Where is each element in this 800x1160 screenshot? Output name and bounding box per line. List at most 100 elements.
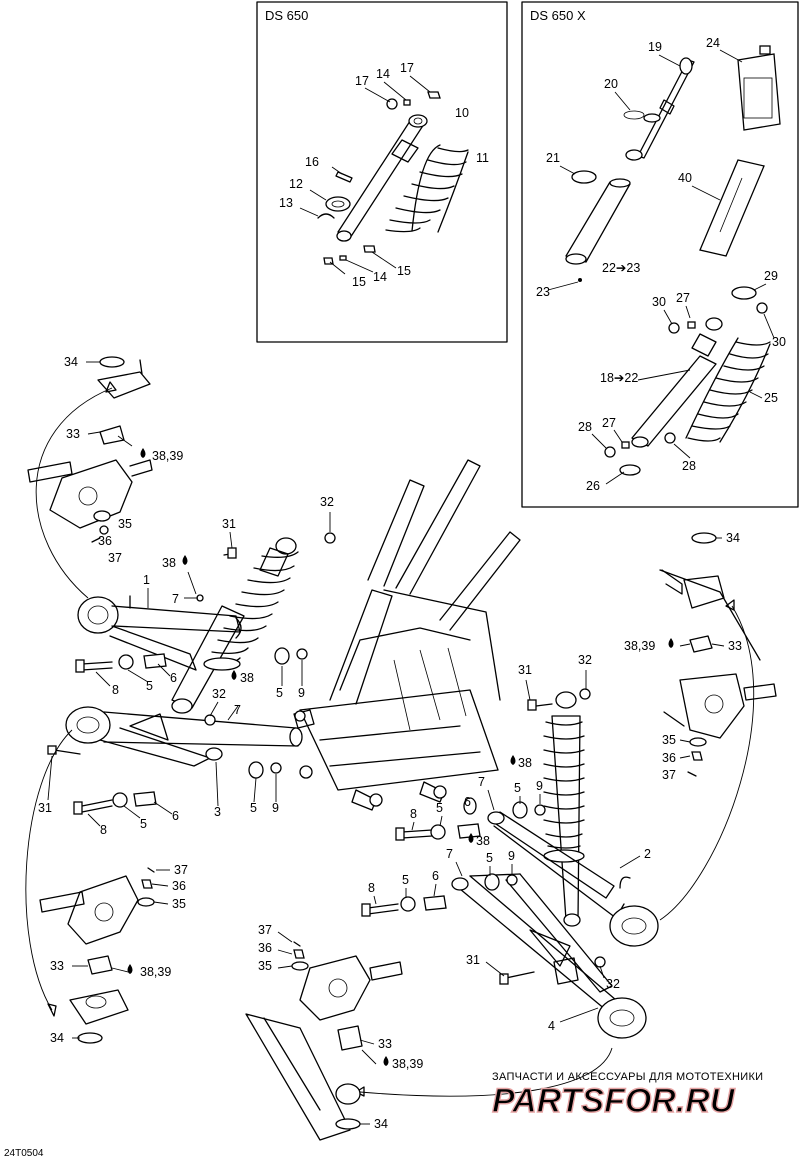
callout-37b: 37: [174, 863, 188, 877]
ds650-small-parts: [317, 91, 441, 265]
callout-35b: 35: [172, 897, 186, 911]
callout-7b: 7: [234, 703, 241, 717]
callout-28: 28: [578, 420, 592, 434]
callout-8d: 8: [368, 881, 375, 895]
assembly-path-arrows: [25, 381, 755, 1097]
right-arm-hardware: [361, 688, 606, 985]
callout-38b: 38: [240, 671, 254, 685]
callout-5c: 5: [250, 801, 257, 815]
watermark-line1: ЗАПЧАСТИ И АКСЕССУАРЫ ДЛЯ МОТОТЕХНИКИ: [492, 1071, 763, 1083]
callout-23: 23: [536, 285, 550, 299]
panel-ds650-title: DS 650: [265, 8, 308, 23]
left-shock-spring: [203, 551, 299, 671]
callout-32c: 32: [578, 653, 592, 667]
callout-30b: 30: [772, 335, 786, 349]
right-upper-steering-knuckle: [661, 532, 777, 777]
callout-32b: 32: [212, 687, 226, 701]
callout-38-39c: 38,39: [624, 639, 655, 653]
callout-35c: 35: [662, 733, 676, 747]
right-shock-spring: [543, 721, 585, 863]
callout-6: 6: [170, 671, 177, 685]
ds650x-shock-body-top: [623, 57, 695, 161]
callout-2: 2: [644, 847, 651, 861]
callout-36d: 36: [258, 941, 272, 955]
callout-7: 7: [172, 592, 179, 606]
callout-30: 30: [652, 295, 666, 309]
callout-9c: 9: [536, 779, 543, 793]
callout-38c: 38: [518, 756, 532, 770]
callout-15b: 15: [397, 264, 411, 278]
left-upper-steering-knuckle: [27, 356, 153, 543]
callout-15: 15: [352, 275, 366, 289]
callout-19: 19: [648, 40, 662, 54]
callout-28b: 28: [682, 459, 696, 473]
oil-drop-icon: [668, 638, 674, 648]
callout-38-39: 38,39: [152, 449, 183, 463]
callout-8c: 8: [410, 807, 417, 821]
callout-29: 29: [764, 269, 778, 283]
callout-24: 24: [706, 36, 720, 50]
left-upper-a-arm: [77, 595, 242, 671]
callout-10: 10: [455, 106, 469, 120]
left-lower-steering-knuckle: [39, 867, 155, 1044]
callout-14: 14: [376, 67, 390, 81]
ds650x-small-parts: [578, 278, 768, 476]
panel-ds650x-title: DS 650 X: [530, 8, 586, 23]
callout-33c: 33: [728, 639, 742, 653]
ds650x-spring: [685, 337, 771, 443]
callout-7d: 7: [446, 847, 453, 861]
callout-5f: 5: [514, 781, 521, 795]
panel-ds650x: DS 650 X: [521, 1, 799, 508]
right-upper-a-arm: [487, 811, 659, 947]
callout-40: 40: [678, 171, 692, 185]
callout-9b: 9: [272, 801, 279, 815]
panel-ds650: DS 650: [256, 1, 508, 343]
callout-32: 32: [320, 495, 334, 509]
watermark: ЗАПЧАСТИ И АКСЕССУАРЫ ДЛЯ МОТОТЕХНИКИ PA…: [491, 1071, 763, 1121]
callout-34b: 34: [50, 1031, 64, 1045]
callout-33: 33: [66, 427, 80, 441]
oil-drop-icon: [383, 1056, 389, 1066]
callout-17b: 17: [400, 61, 414, 75]
frame-chassis: [293, 459, 521, 811]
ds650x-boot-sleeve: [699, 159, 765, 257]
callout-31c: 31: [518, 663, 532, 677]
callout-3: 3: [214, 805, 221, 819]
callout-33b: 33: [50, 959, 64, 973]
callout-9d: 9: [508, 849, 515, 863]
callout-4: 4: [548, 1019, 555, 1033]
drawing-code: 24T0504: [4, 1148, 44, 1159]
callout-22-to-23: 22➔23: [602, 261, 640, 275]
callout-5h: 5: [402, 873, 409, 887]
callout-36c: 36: [662, 751, 676, 765]
callout-32d: 32: [606, 977, 620, 991]
ds650-shock-absorber: [336, 114, 428, 242]
callout-5e: 5: [436, 801, 443, 815]
callout-8: 8: [112, 683, 119, 697]
left-lower-a-arm: [65, 706, 303, 767]
callout-9: 9: [298, 686, 305, 700]
callout-13: 13: [279, 196, 293, 210]
callout-5g: 5: [486, 851, 493, 865]
callout-31b: 31: [38, 801, 52, 815]
callout-37c: 37: [662, 768, 676, 782]
callout-1: 1: [143, 573, 150, 587]
callout-6c: 6: [464, 795, 471, 809]
oil-drop-icon: [140, 448, 146, 458]
callout-35d: 35: [258, 959, 272, 973]
callout-18-to-22: 18➔22: [600, 371, 638, 385]
callout-33d: 33: [378, 1037, 392, 1051]
left-shock-absorber: [171, 537, 297, 714]
callout-34: 34: [64, 355, 78, 369]
callout-16: 16: [305, 155, 319, 169]
callout-37d: 37: [258, 923, 272, 937]
ds650x-shock-assembly: [631, 317, 723, 448]
callout-21: 21: [546, 151, 560, 165]
callout-36b: 36: [172, 879, 186, 893]
oil-drop-icons: [127, 448, 674, 1066]
right-shock-absorber: [551, 691, 581, 927]
callout-14c: 14: [373, 270, 387, 284]
main-callouts: 34 33 38,39 35 36 37 31 32 38 1 7 6 5 8 …: [38, 355, 742, 1131]
callout-25: 25: [764, 391, 778, 405]
callout-38-39d: 38,39: [392, 1057, 423, 1071]
